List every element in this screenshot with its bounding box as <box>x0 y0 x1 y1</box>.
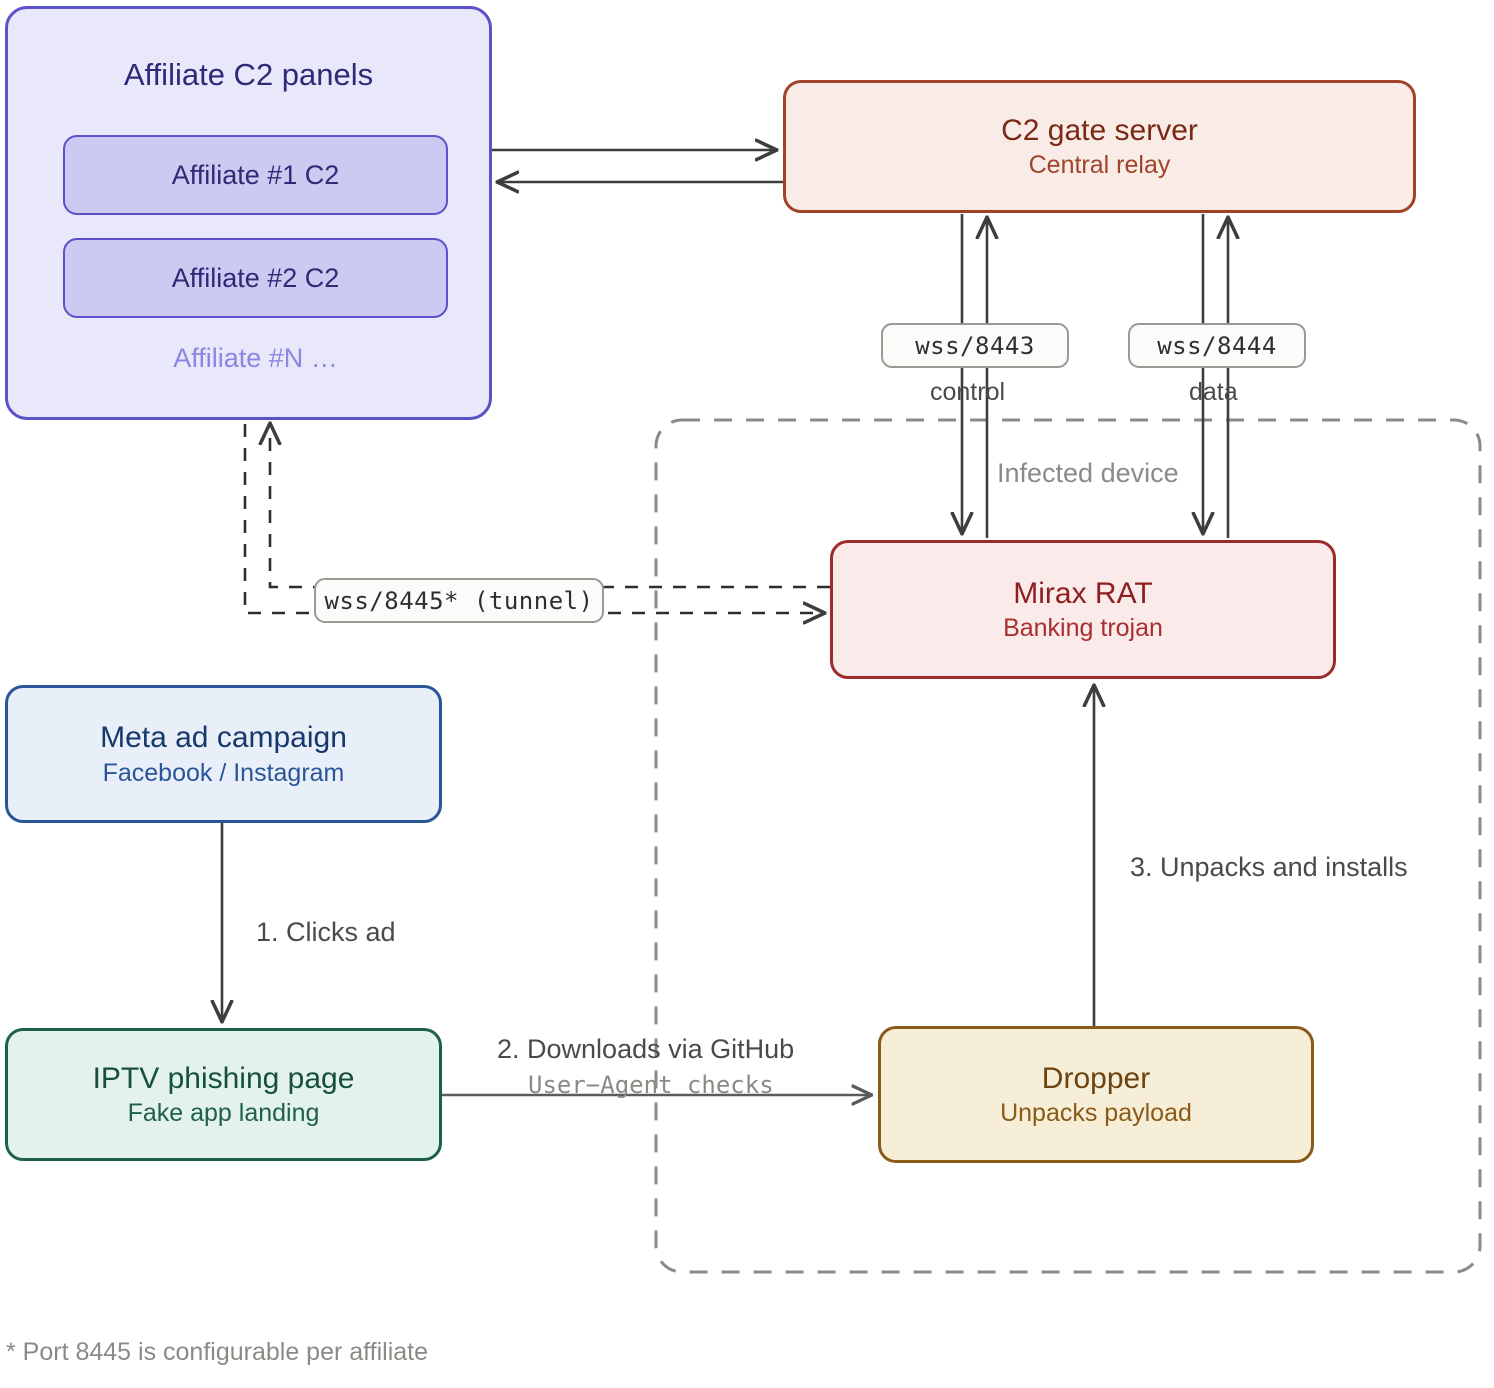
edge-label-step-2-sub: User−Agent checks <box>528 1071 774 1099</box>
diagram-footnote: * Port 8445 is configurable per affiliat… <box>6 1338 429 1366</box>
affiliate-panel-1-label: Affiliate #1 C2 <box>171 159 340 190</box>
iptv-phishing-page-node[interactable]: IPTV phishing page Fake app landing <box>5 1028 442 1161</box>
affiliate-group-title: Affiliate C2 panels <box>123 57 374 92</box>
meta-ad-campaign-title: Meta ad campaign <box>100 721 347 755</box>
c2-gate-server-subtitle: Central relay <box>1028 151 1171 180</box>
c2-gate-server-node[interactable]: C2 gate server Central relay <box>783 80 1416 213</box>
affiliate-panel-2-label: Affiliate #2 C2 <box>171 262 340 293</box>
affiliate-panel-1[interactable]: Affiliate #1 C2 <box>63 135 448 215</box>
iptv-phishing-page-subtitle: Fake app landing <box>127 1099 320 1128</box>
edge-label-control: control <box>930 378 1006 406</box>
affiliate-c2-panels-group[interactable]: Affiliate C2 panels Affiliate #1 C2 Affi… <box>5 6 492 420</box>
dropper-title: Dropper <box>1041 1061 1151 1095</box>
dropper-subtitle: Unpacks payload <box>1000 1099 1192 1128</box>
edge-chip-tunnel-port: wss/8445* (tunnel) <box>314 578 604 623</box>
affiliate-panel-2[interactable]: Affiliate #2 C2 <box>63 238 448 318</box>
edge-label-step-1: 1. Clicks ad <box>256 917 396 947</box>
edge-label-step-2: 2. Downloads via GitHub <box>497 1034 795 1064</box>
dropper-node[interactable]: Dropper Unpacks payload <box>878 1026 1314 1163</box>
iptv-phishing-page-title: IPTV phishing page <box>92 1061 355 1095</box>
affiliate-panel-more-label: Affiliate #N … <box>173 343 338 373</box>
infected-device-boundary-label: Infected device <box>997 458 1179 488</box>
mirax-rat-node[interactable]: Mirax RAT Banking trojan <box>830 540 1336 679</box>
mirax-rat-subtitle: Banking trojan <box>1003 614 1163 643</box>
edge-chip-data-port: wss/8444 <box>1128 323 1306 368</box>
c2-gate-server-title: C2 gate server <box>1001 113 1198 147</box>
meta-ad-campaign-subtitle: Facebook / Instagram <box>102 758 345 787</box>
edge-chip-control-port: wss/8443 <box>881 323 1069 368</box>
mirax-rat-title: Mirax RAT <box>1013 576 1153 610</box>
edge-tunnel-to-affiliate <box>270 424 830 589</box>
meta-ad-campaign-node[interactable]: Meta ad campaign Facebook / Instagram <box>5 685 442 823</box>
edge-label-step-3: 3. Unpacks and installs <box>1130 852 1408 882</box>
edge-label-data: data <box>1189 378 1238 406</box>
